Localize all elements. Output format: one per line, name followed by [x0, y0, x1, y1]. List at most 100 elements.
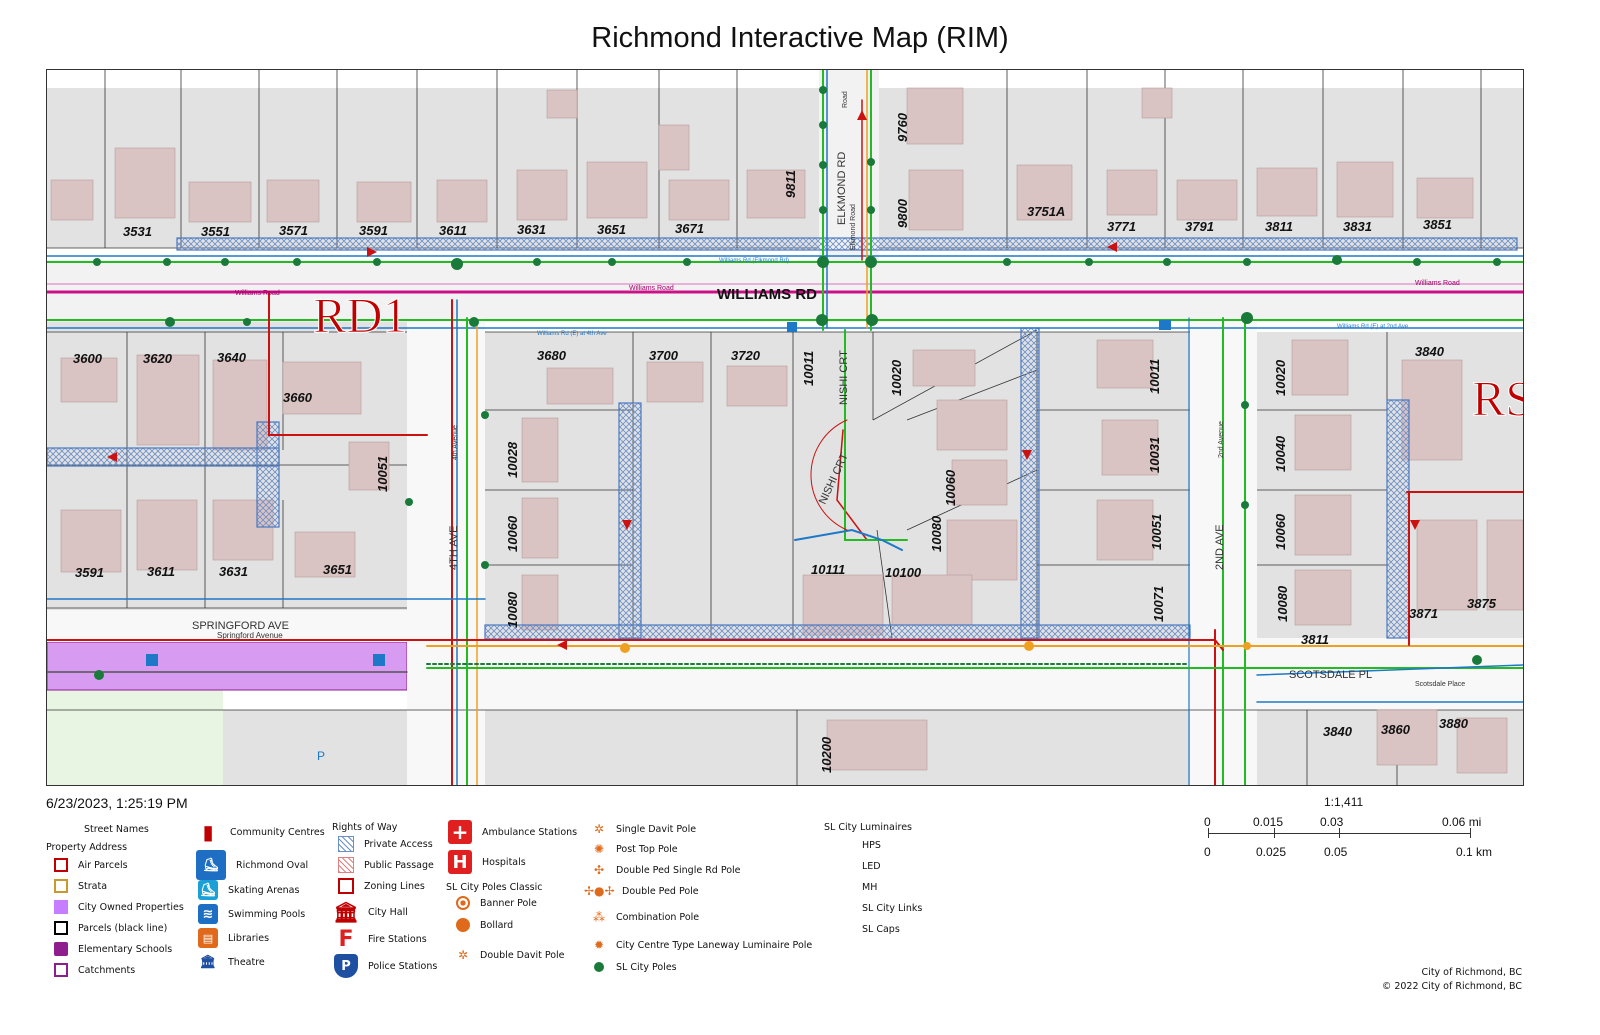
- legend-item-double-ped-single-rd: ✣ Double Ped Single Rd Pole: [592, 863, 741, 877]
- legend-item-double-ped: ✢●✢Double Ped Pole: [584, 884, 699, 898]
- address-label: 3700: [649, 348, 679, 363]
- legend-label: Police Stations: [368, 960, 438, 972]
- legend-item-parcels: Parcels (black line): [54, 921, 167, 935]
- scale-km-tick: 0.1 km: [1456, 845, 1493, 859]
- address-label: 10080: [505, 591, 520, 628]
- park-area: [47, 690, 223, 785]
- legend-item-banner-pole: Banner Pole: [456, 896, 537, 910]
- legend-property-address: Property Address: [46, 842, 128, 853]
- legend-item-libraries: ▤Libraries: [198, 928, 269, 948]
- address-label: 3871: [1409, 606, 1438, 621]
- legend-label: Theatre: [228, 956, 265, 968]
- legend-item-combination: ⁂Combination Pole: [592, 910, 699, 924]
- address-label: 10011: [1147, 359, 1162, 394]
- legend-item-skating-arenas: ⛸Skating Arenas: [198, 880, 299, 900]
- street-label-williams-small-2: Williams Road: [629, 285, 674, 292]
- address-label: 10040: [1273, 435, 1288, 472]
- legend-label: Community Centres: [230, 826, 325, 838]
- buildings-south: [60, 339, 1523, 774]
- block-south: [47, 710, 1523, 785]
- address-label: 10060: [1273, 513, 1288, 550]
- address-label: 3600: [73, 351, 103, 366]
- zoning-lines-swatch: [338, 878, 354, 894]
- legend-item-community-centres: ▮Community Centres: [196, 820, 325, 844]
- single-davit-icon: ✲: [593, 822, 605, 836]
- legend-label: Bollard: [480, 919, 514, 931]
- legend-label: Strata: [78, 880, 108, 892]
- street-label-williams-small: Williams Road: [235, 290, 280, 297]
- zoning-label-rs: RS: [1472, 370, 1523, 426]
- parcels-swatch: [54, 921, 68, 935]
- skating-arena-icon: ⛸: [198, 880, 218, 900]
- address-label: 10051: [1149, 514, 1164, 550]
- legend-item-catchments: Catchments: [54, 963, 135, 977]
- legend-item-double-davit: ✲Double Davit Pole: [456, 948, 565, 962]
- legend-item-single-davit: ✲ Single Davit Pole: [592, 822, 696, 836]
- theatre-icon: 🏛: [198, 952, 218, 972]
- legend-label: Ambulance Stations: [482, 826, 578, 838]
- map-canvas[interactable]: RD1 RS WILLIAMS RD Williams Road William…: [47, 70, 1523, 785]
- address-label: 3551: [201, 224, 230, 239]
- legend-street-names: Street Names: [84, 824, 149, 835]
- address-label: 3791: [1185, 219, 1214, 234]
- legend-label: Catchments: [78, 964, 136, 976]
- address-label: 10060: [943, 469, 958, 506]
- banner-pole-icon: [456, 896, 470, 910]
- legend-item-swimming-pools: ≋Swimming Pools: [198, 904, 305, 924]
- address-label: 3591: [75, 565, 104, 580]
- library-icon: ▤: [198, 928, 218, 948]
- double-ped-icon: ✢●✢: [584, 884, 615, 898]
- legend-item-theatre: 🏛 Theatre: [198, 952, 265, 972]
- street-label-williams-small-3: Williams Road: [1415, 280, 1460, 287]
- address-label: 10080: [929, 515, 944, 552]
- address-label: 3751A: [1027, 204, 1065, 219]
- address-label: 10031: [1147, 437, 1162, 473]
- address-label: 3851: [1423, 217, 1452, 232]
- address-label: 3631: [517, 222, 546, 237]
- street-label-fourth-small: 4th Avenue: [452, 425, 459, 460]
- legend-label: City Centre Type Laneway Luminaire Pole: [616, 939, 813, 951]
- bollard-icon: [456, 918, 470, 932]
- legend-rights-of-way: Rights of Way: [332, 822, 398, 833]
- address-label: 3720: [731, 348, 761, 363]
- legend-item-mh: MH: [862, 882, 878, 893]
- zoning-label-rd1: RD1: [313, 287, 407, 343]
- legend-item-hps: HPS: [862, 840, 881, 851]
- address-labels: 3531 3551 3571 3591 3611 3631 3651 3671 …: [73, 112, 1497, 773]
- legend-item-air-parcels: Air Parcels: [54, 858, 128, 872]
- street-label-road-small: Road: [842, 91, 849, 108]
- address-label: 3611: [147, 564, 175, 579]
- map-viewport[interactable]: RD1 RS WILLIAMS RD Williams Road William…: [46, 69, 1524, 786]
- legend-label: Richmond Oval: [236, 859, 309, 871]
- address-label: 3831: [1343, 219, 1372, 234]
- scale-mi-tick: 0.03: [1320, 815, 1344, 829]
- double-ped-single-rd-icon: ✣: [593, 863, 605, 877]
- address-label: 3875: [1467, 596, 1497, 611]
- air-parcels-swatch: [54, 858, 68, 872]
- blue-markers: [146, 320, 1171, 666]
- street-label-springford-small: Springford Avenue: [217, 631, 283, 640]
- scale-ratio: 1:1,411: [1324, 795, 1364, 809]
- legend-label: Hospitals: [482, 856, 526, 868]
- police-station-icon: P: [334, 954, 358, 978]
- laneway-luminaire-icon: ✹: [593, 938, 605, 952]
- legend-item-bollard: Bollard: [456, 918, 513, 932]
- city-owned-property: [47, 641, 408, 691]
- credit-line-2: © 2022 City of Richmond, BC: [1381, 981, 1522, 992]
- credits: City of Richmond, BC © 2022 City of Rich…: [1382, 966, 1522, 994]
- address-label: 10111: [811, 562, 845, 577]
- legend-item-sl-city-links: SL City Links: [862, 903, 923, 914]
- map-title: Richmond Interactive Map (RIM): [591, 22, 1009, 54]
- address-label: 3651: [597, 222, 626, 237]
- address-label: 10028: [505, 441, 520, 478]
- fourth-avenue: [407, 318, 485, 785]
- address-label: 3671: [675, 221, 704, 236]
- buildings-north: [50, 87, 1474, 231]
- legend-label: Double Ped Single Rd Pole: [616, 864, 741, 876]
- address-label: 10200: [819, 736, 834, 773]
- address-label: 9811: [783, 170, 798, 198]
- address-label: 3620: [143, 351, 173, 366]
- legend-label: Single Davit Pole: [616, 823, 697, 835]
- address-label: 3571: [279, 223, 308, 238]
